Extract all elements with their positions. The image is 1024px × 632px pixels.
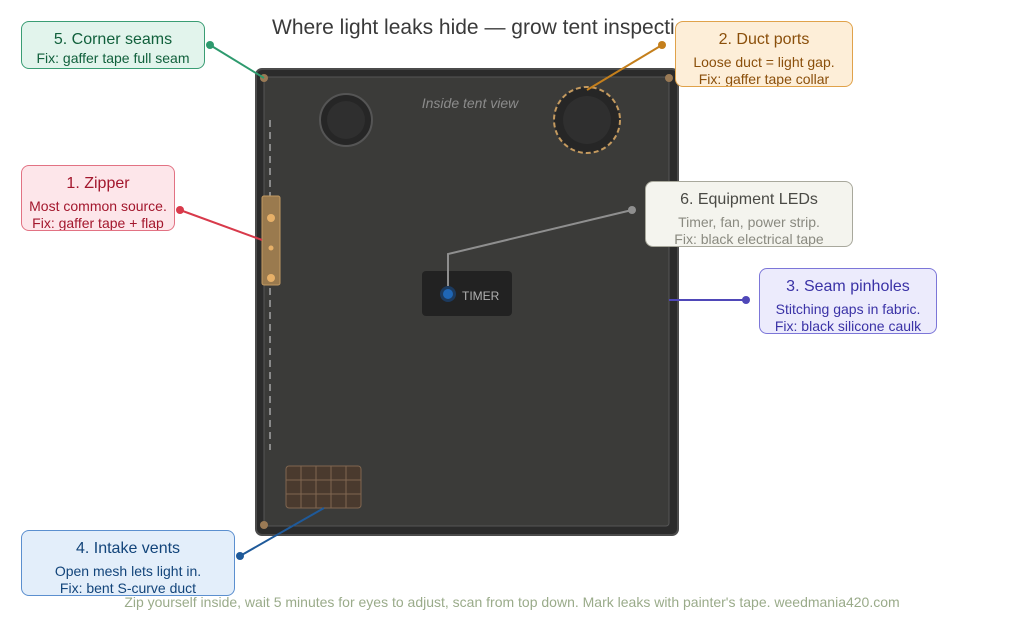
callout-equipment-leds-line1: Timer, fan, power strip.	[678, 214, 820, 230]
callout-zipper-title: 1. Zipper	[66, 175, 130, 192]
callout-equipment-leds: 6. Equipment LEDs Timer, fan, power stri…	[645, 181, 853, 247]
callout-intake-vents-title: 4. Intake vents	[75, 540, 181, 557]
callout-duct-ports-line2: Fix: gaffer tape collar	[698, 71, 830, 87]
intake-vent-mesh	[285, 465, 362, 509]
leader-duct-ports-dot	[658, 41, 666, 49]
tent-view-label: Inside tent view	[421, 95, 519, 111]
corner-seam-dot-bottom-left	[260, 521, 268, 529]
leader-duct-ports	[586, 44, 663, 91]
callout-corner-seams-title: 5. Corner seams	[53, 31, 173, 48]
callout-intake-vents-line2: Fix: bent S-curve duct	[59, 580, 197, 596]
corner-seam-dot-top-right	[665, 74, 673, 82]
callout-equipment-leds-title: 6. Equipment LEDs	[680, 191, 818, 208]
callout-seam-pinholes-title: 3. Seam pinholes	[786, 278, 910, 295]
duct-port-right-inner	[563, 96, 611, 144]
zipper-highlight-bottom	[267, 274, 275, 282]
callout-intake-vents: 4. Intake vents Open mesh lets light in.…	[21, 530, 235, 596]
leader-zipper-dot	[176, 206, 184, 214]
leader-corner-seams-dot	[206, 41, 214, 49]
leader-intake-vents-dot	[236, 552, 244, 560]
footer-note: Zip yourself inside, wait 5 minutes for …	[124, 594, 900, 610]
led-icon-core	[443, 289, 453, 299]
callout-intake-vents-line1: Open mesh lets light in.	[54, 563, 202, 579]
callout-zipper: 1. Zipper Most common source. Fix: gaffe…	[21, 165, 175, 231]
duct-port-left-inner	[327, 101, 365, 139]
callout-seam-pinholes-line1: Stitching gaps in fabric.	[775, 301, 921, 317]
callout-corner-seams-line1: Fix: gaffer tape full seam	[36, 50, 190, 66]
callout-duct-ports-title: 2. Duct ports	[718, 31, 810, 48]
timer-box	[422, 271, 512, 316]
callout-zipper-line2: Fix: gaffer tape + flap	[32, 215, 164, 231]
callout-seam-pinholes-line2: Fix: black silicone caulk	[774, 318, 922, 334]
callout-corner-seams: 5. Corner seams Fix: gaffer tape full se…	[21, 21, 205, 69]
zipper-pull	[261, 195, 281, 286]
leader-corner-seams	[209, 44, 265, 79]
zipper-highlight-top	[267, 214, 275, 222]
leader-seam-pinholes-dot	[742, 296, 750, 304]
callout-duct-ports-line1: Loose duct = light gap.	[693, 54, 835, 70]
callout-equipment-leds-line2: Fix: black electrical tape	[674, 231, 824, 247]
leader-zipper	[179, 209, 263, 241]
zipper-highlight-mid	[268, 245, 274, 251]
diagram-title: Where light leaks hide — grow tent inspe…	[272, 16, 692, 39]
timer-label: TIMER	[462, 289, 500, 303]
leader-equipment-leds-dot	[628, 206, 636, 214]
callout-zipper-line1: Most common source.	[29, 198, 167, 214]
callout-duct-ports: 2. Duct ports Loose duct = light gap. Fi…	[675, 21, 853, 87]
leader-intake-vents	[239, 507, 325, 557]
callout-seam-pinholes: 3. Seam pinholes Stitching gaps in fabri…	[759, 268, 937, 334]
leader-equipment-leds	[447, 209, 633, 286]
